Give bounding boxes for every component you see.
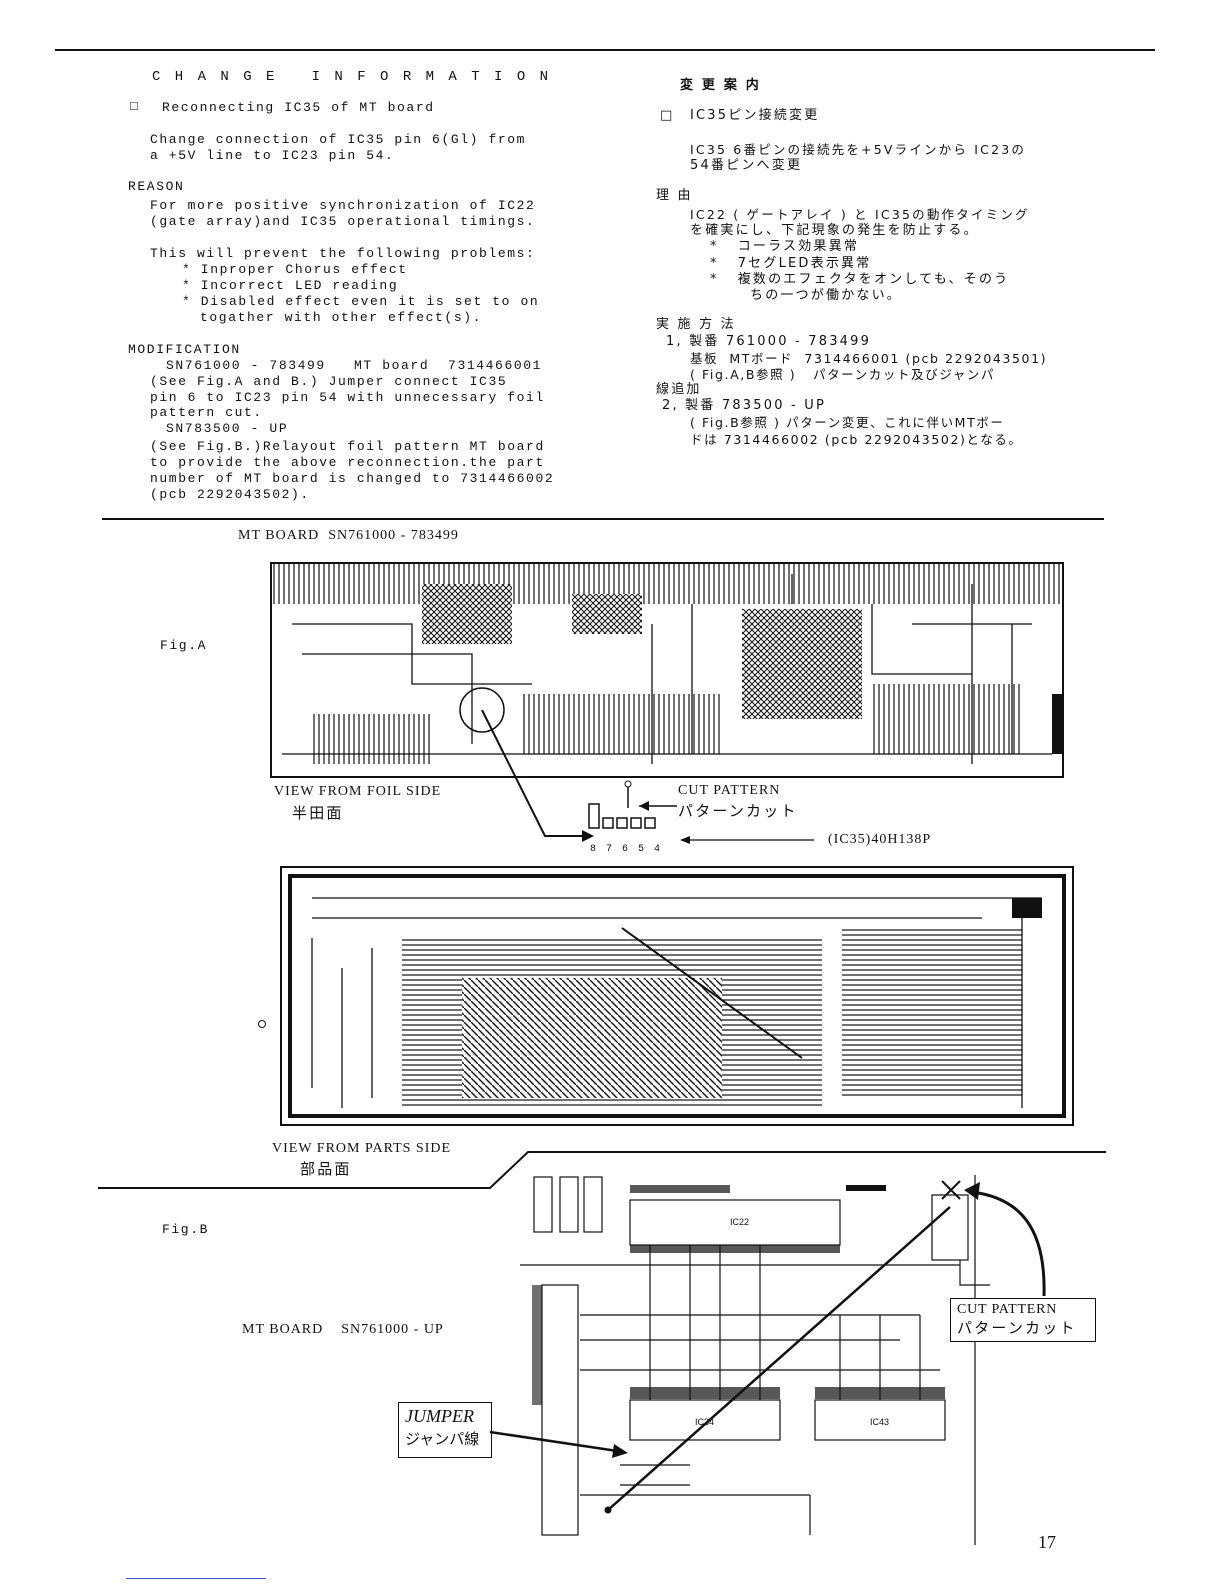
foil-side-caption: VIEW FROM FOIL SIDE [274, 784, 442, 799]
jp-method-line: ドは 7314466002 (pcb 2292043502)となる。 [690, 432, 1023, 447]
jp-problem: * 複数のエフェクタをオンしても、そのう [710, 272, 1010, 287]
jp-method-line: 線追加 [656, 382, 702, 397]
ic43-label: IC43 [870, 1417, 889, 1427]
jp-reason-label: 理 由 [656, 188, 693, 203]
fig-b-cut-pattern-text: CUT PATTERN [957, 1302, 1058, 1317]
fig-b-divider [98, 1151, 1106, 1189]
fig-a-callout-arrow [481, 709, 594, 842]
schematic-drawing: IC22 IC34 IC43 [520, 1175, 990, 1545]
mod-line: number of MT board is changed to 7314466… [150, 471, 555, 486]
fig-a-board-title: MT BOARD SN761000 - 783499 [238, 528, 459, 543]
foil-side-caption-jp: 半田面 [292, 804, 344, 822]
fig-b-cut-pattern-text-jp: パターンカット [957, 1319, 1077, 1337]
jp-method-line: 1, 製番 761000 - 783499 [666, 334, 872, 349]
jp-method-line: 基板 MTボード 7314466001 (pcb 2292043501) [690, 351, 1048, 366]
mod-line: (pcb 2292043502). [150, 487, 310, 502]
parts-side-caption-jp: 部品面 [300, 1160, 352, 1178]
item-body-line: a +5V line to IC23 pin 54. [150, 148, 395, 163]
mod-line: pin 6 to IC23 pin 54 with unnecessary fo… [150, 390, 545, 405]
jp-reason-line: IC22 ( ゲートアレイ ) と IC35の動作タイミング [690, 207, 1030, 222]
jp-item-heading: IC35ピン接続変更 [690, 108, 820, 123]
problem-item: * Incorrect LED reading [182, 278, 399, 293]
jp-problem: * 7セグLED表示異常 [710, 256, 872, 271]
mod-line: (See Fig.A and B.) Jumper connect IC35 [150, 374, 508, 389]
fig-a-label: Fig.A [160, 638, 208, 653]
problem-item: * Inproper Chorus effect [182, 262, 408, 277]
modification-label: MODIFICATION [128, 342, 241, 357]
reason-line: For more positive synchronization of IC2… [150, 198, 536, 213]
fig-b-cut-pattern-box: CUT PATTERN パターンカット [950, 1298, 1096, 1342]
mod-line: SN761000 - 783499 MT board 7314466001 [166, 358, 543, 373]
ic34-label: IC34 [695, 1417, 714, 1427]
item-heading: Reconnecting IC35 of MT board [162, 100, 435, 115]
jp-title: 変 更 案 内 [680, 78, 761, 93]
parts-traces [288, 874, 1066, 1118]
jp-body-line: IC35 6番ピンの接続先を+5Vラインから IC23の [690, 142, 1027, 157]
problem-item: togather with other effect(s). [200, 310, 483, 325]
jp-method-line: ( Fig.A,B参照 ) パターンカット及びジャンパ [690, 367, 996, 382]
jp-method-line: ( Fig.B参照 ) パターン変更、これに伴いMTボー [690, 415, 1005, 430]
jp-problem: ちの一つが働かない。 [750, 288, 903, 303]
fig-b-label: Fig.B [162, 1222, 210, 1237]
mounting-hole [258, 1020, 266, 1028]
parts-side-board [280, 866, 1074, 1126]
item-checkbox: □ [130, 99, 140, 114]
prevent-line: This will prevent the following problems… [150, 246, 536, 261]
jumper-box: JUMPER ジャンパ線 [398, 1402, 492, 1458]
reason-line: (gate array)and IC35 operational timings… [150, 214, 536, 229]
jp-reason-line: を確実にし、下記現象の発生を防止する。 [690, 223, 979, 238]
problem-item: * Disabled effect even it is set to on [182, 294, 540, 309]
fig-b-cut-arrow [964, 1182, 1046, 1297]
jp-method-line: 2, 製番 783500 - UP [662, 398, 827, 413]
jp-method-label: 実 施 方 法 [656, 317, 736, 332]
jumper-text-jp: ジャンパ線 [405, 1430, 480, 1448]
ic35-pin-numbers: 8 7 6 5 4 [590, 844, 663, 855]
cut-pattern-caption: CUT PATTERN [678, 783, 781, 798]
ic22-label: IC22 [730, 1217, 749, 1227]
jumper-text: JUMPER [405, 1406, 474, 1426]
jumper-arrow [489, 1430, 628, 1458]
schematic: IC22 IC34 IC43 [520, 1165, 1000, 1545]
reason-label: REASON [128, 179, 185, 194]
jp-item-checkbox: □ [660, 108, 675, 123]
foil-traces [272, 564, 1062, 764]
mod-line: SN783500 - UP [166, 421, 289, 436]
jp-problem: * コーラス効果異常 [710, 239, 860, 254]
cut-pattern-caption-jp: パターンカット [678, 802, 798, 820]
ic35-pin-diagram [588, 780, 677, 829]
mod-line: to provide the above reconnection.the pa… [150, 455, 545, 470]
parts-side-caption: VIEW FROM PARTS SIDE [272, 1141, 452, 1156]
foil-side-board [270, 562, 1064, 778]
item-body-line: Change connection of IC35 pin 6(Gl) from [150, 132, 527, 147]
footer-rule [126, 1578, 266, 1579]
page-number: 17 [1038, 1532, 1056, 1552]
fig-b-board-title: MT BOARD SN761000 - UP [242, 1322, 444, 1337]
ic35-label-arrow [680, 836, 814, 844]
jp-body-line: 54番ピンへ変更 [690, 158, 803, 173]
section-rule [102, 518, 1104, 520]
ic35-part-label: (IC35)40H138P [828, 832, 932, 847]
change-info-title: C H A N G E I N F O R M A T I O N [152, 69, 552, 85]
mod-line: pattern cut. [150, 405, 263, 420]
mod-line: (See Fig.B.)Relayout foil pattern MT boa… [150, 439, 545, 454]
top-rule [55, 49, 1155, 51]
